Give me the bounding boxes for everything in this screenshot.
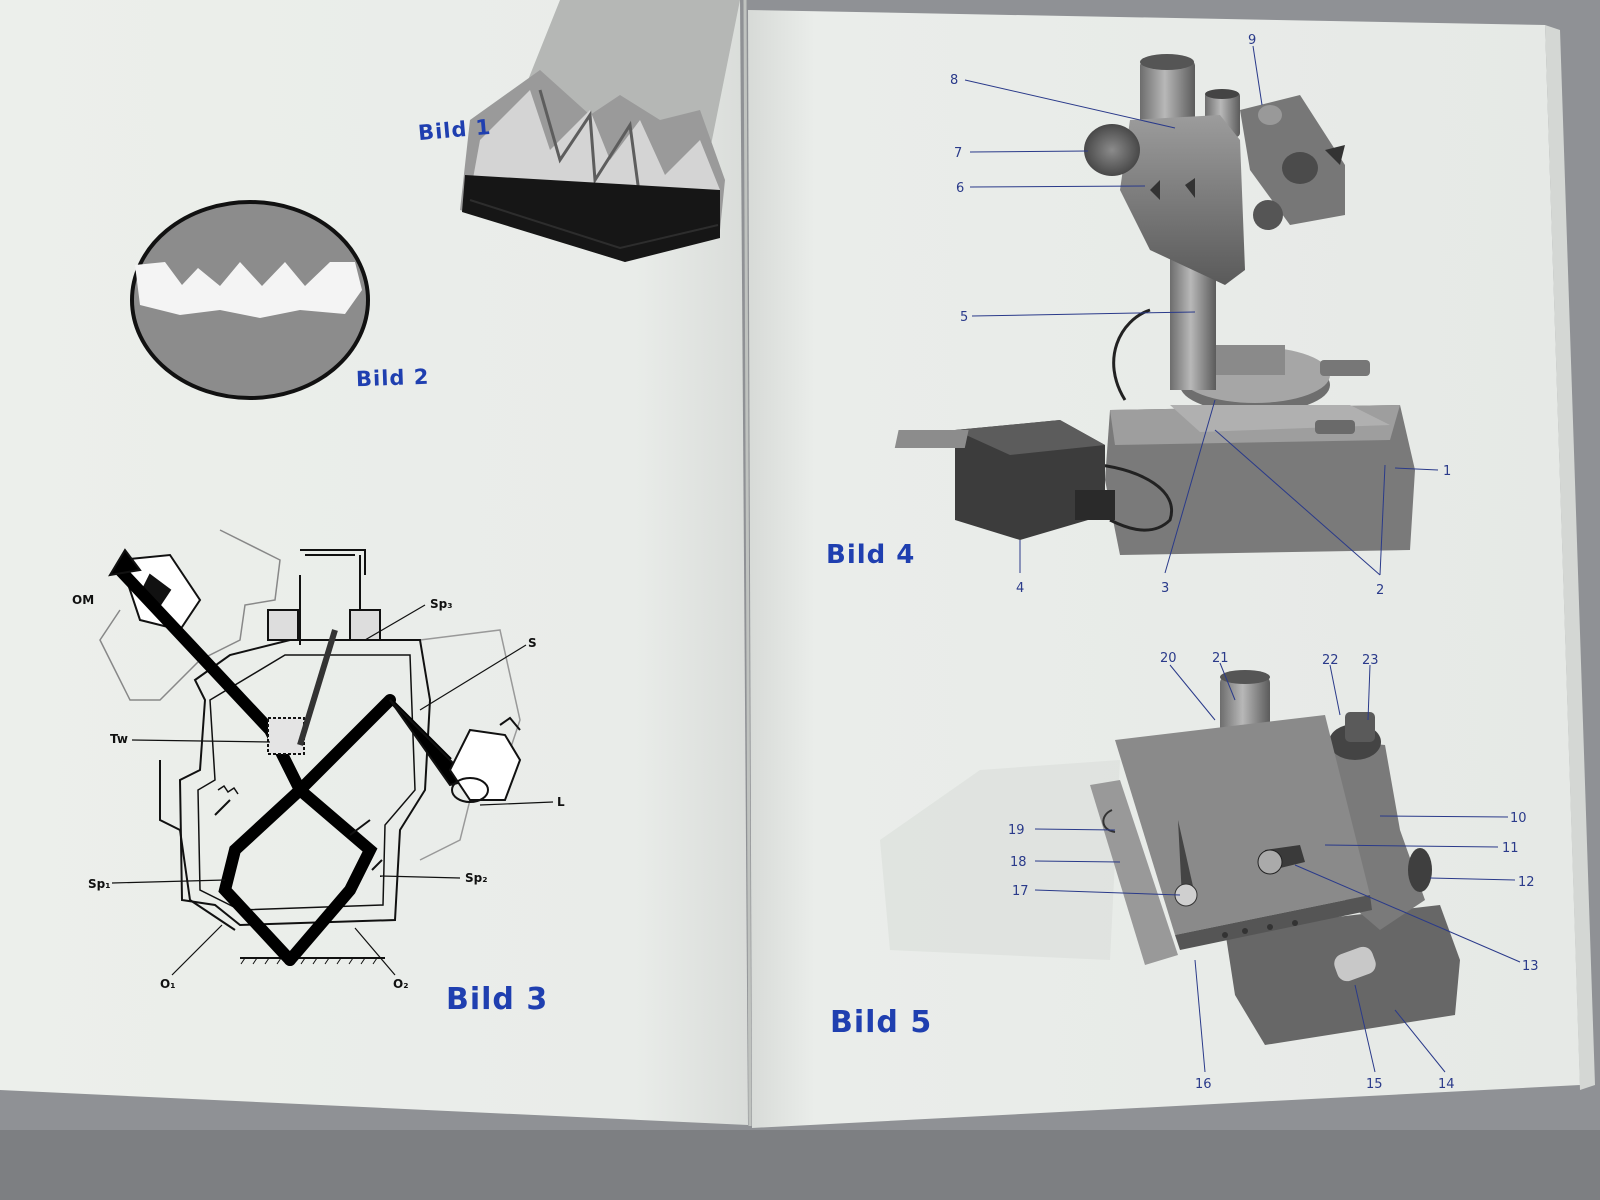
bild5-callout-12: 12: [1518, 875, 1535, 890]
caption-bild-4: Bild 4: [826, 540, 916, 570]
bild5-callout-lines: [1034, 662, 1521, 1073]
bild3-diagram: [99, 529, 522, 966]
bild5-callout-19: 19: [1008, 823, 1025, 838]
bild4-callout-3: 3: [1161, 581, 1169, 596]
bild5-callouts: 10 11 12 13 14 15 16 17 18 19 20 21 22 2…: [1008, 651, 1539, 1092]
page-stack-edge: [1545, 25, 1595, 1090]
label-sp3: Sp₃: [430, 597, 453, 611]
bild4-callout-6: 6: [956, 181, 964, 196]
bild3-labels: OM Sp₃ S Tw L Sp₁ Sp₂ O₁ O₂: [72, 593, 565, 991]
label-sp2: Sp₂: [465, 871, 488, 885]
label-tw: Tw: [110, 732, 128, 746]
bild4-callout-2: 2: [1376, 583, 1384, 598]
bild5-callout-16: 16: [1195, 1077, 1212, 1092]
bild5-callout-13: 13: [1522, 959, 1539, 974]
caption-bild-5: Bild 5: [830, 1005, 933, 1040]
bild5-callout-20: 20: [1160, 651, 1177, 666]
caption-bild-3: Bild 3: [446, 982, 549, 1017]
bild5-callout-21: 21: [1212, 651, 1229, 666]
table-edge: [0, 1130, 1600, 1200]
bild4-callouts: 1 2 3 4 5 6 7 8 9: [950, 33, 1451, 598]
bild4-callout-lines: [964, 45, 1439, 576]
bild5-callout-10: 10: [1510, 811, 1527, 826]
bild5-callout-15: 15: [1366, 1077, 1383, 1092]
label-om: OM: [72, 593, 94, 607]
bild4-callout-9: 9: [1248, 33, 1256, 48]
bild4-microscope: [894, 54, 1415, 555]
bild1-illustration: [460, 0, 740, 262]
bild2-micrograph: [130, 200, 370, 400]
bild5-callout-23: 23: [1362, 653, 1379, 668]
label-l: L: [557, 795, 565, 809]
caption-bild-2: Bild 2: [355, 364, 430, 392]
bild4-callout-5: 5: [960, 310, 968, 325]
bild4-callout-8: 8: [950, 73, 958, 88]
label-s: S: [528, 636, 537, 650]
label-sp1: Sp₁: [88, 877, 111, 891]
label-o1: O₁: [160, 977, 175, 991]
bild5-callout-18: 18: [1010, 855, 1027, 870]
bild4-callout-7: 7: [954, 146, 962, 161]
label-o2: O₂: [393, 977, 408, 991]
bild5-cross-table: [880, 670, 1460, 1045]
spine-fold: [743, 0, 752, 1127]
bild5-callout-14: 14: [1438, 1077, 1455, 1092]
bild5-callout-11: 11: [1502, 841, 1519, 856]
bild4-callout-4: 4: [1016, 581, 1024, 596]
bild5-callout-22: 22: [1322, 653, 1339, 668]
bild5-callout-17: 17: [1012, 884, 1029, 899]
bild4-callout-1: 1: [1443, 464, 1451, 479]
